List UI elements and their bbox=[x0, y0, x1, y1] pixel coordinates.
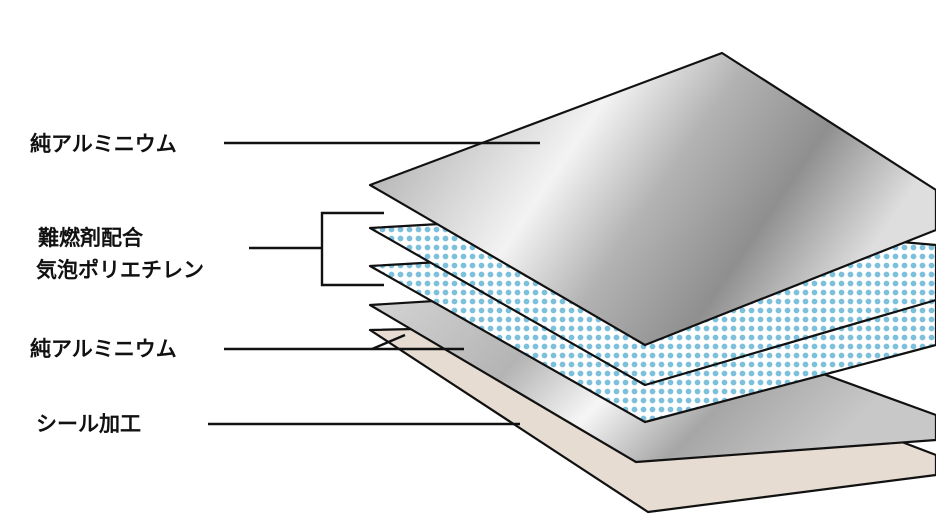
bottom-aluminum-connector bbox=[371, 333, 406, 351]
label-top-aluminum: 純アルミニウム bbox=[30, 132, 177, 156]
label-foam-line2: 気泡ポリエチレン bbox=[36, 258, 204, 282]
label-bottom-aluminum: 純アルミニウム bbox=[30, 337, 177, 361]
label-seal: シール加工 bbox=[36, 412, 141, 436]
label-foam-line1: 難燃剤配合 bbox=[38, 226, 144, 250]
top-aluminum-layer bbox=[368, 51, 936, 347]
foam-bracket bbox=[320, 211, 384, 287]
